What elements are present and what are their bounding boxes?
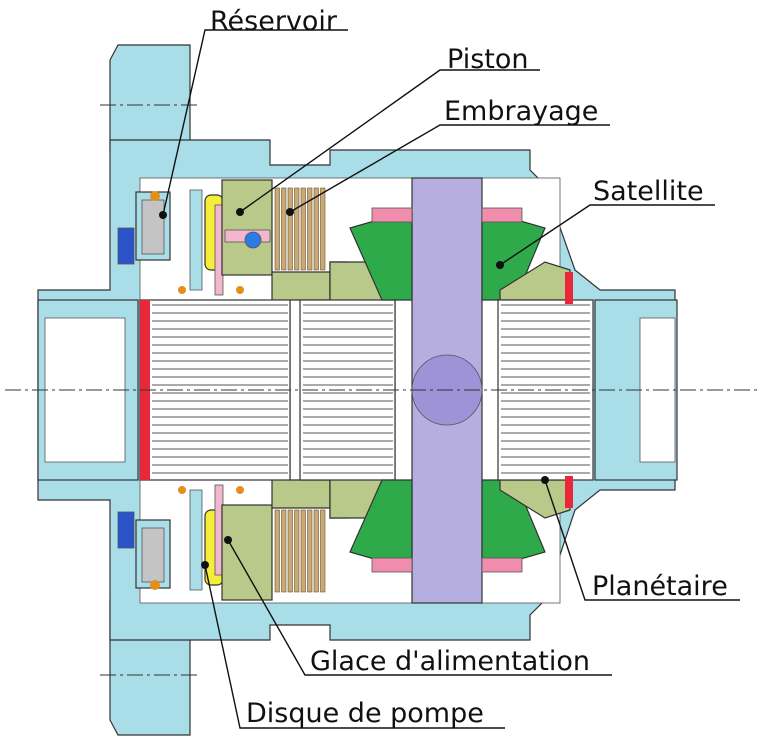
pump-disc: [189, 189, 224, 591]
clutch-plate: [320, 187, 326, 271]
label-satellite: Satellite: [593, 176, 704, 207]
clutch-plate: [300, 187, 306, 271]
label-planetaire: Planétaire: [592, 571, 728, 602]
clutch-pack: [274, 187, 326, 593]
label-embrayage: Embrayage: [444, 96, 598, 127]
clutch-plate: [287, 509, 293, 593]
clutch-plate: [313, 187, 319, 271]
clutch-plate: [274, 509, 280, 593]
reservoir-pockets: [117, 191, 171, 590]
clutch-plate: [294, 187, 300, 271]
label-piston: Piston: [447, 44, 528, 75]
clutch-plate: [281, 187, 287, 271]
clutch-plate: [320, 509, 326, 593]
clutch-plate: [307, 509, 313, 593]
clutch-plate: [313, 509, 319, 593]
clutch-plate: [281, 509, 287, 593]
clutch-plate: [294, 509, 300, 593]
clutch-plate: [287, 187, 293, 271]
left-hub-bore: [44, 317, 126, 463]
clutch-plate: [307, 187, 313, 271]
planet-gears: [349, 207, 546, 573]
label-glace: Glace d'alimentation: [310, 646, 590, 677]
left-flange: [109, 44, 191, 151]
clutch-plate: [274, 187, 280, 271]
clutch-plate: [300, 509, 306, 593]
centerlines: [5, 104, 760, 676]
label-disque: Disque de pompe: [246, 698, 484, 729]
annotations: Réservoir Piston Embrayage Satellite Pla…: [159, 6, 740, 729]
label-reservoir: Réservoir: [210, 6, 338, 37]
